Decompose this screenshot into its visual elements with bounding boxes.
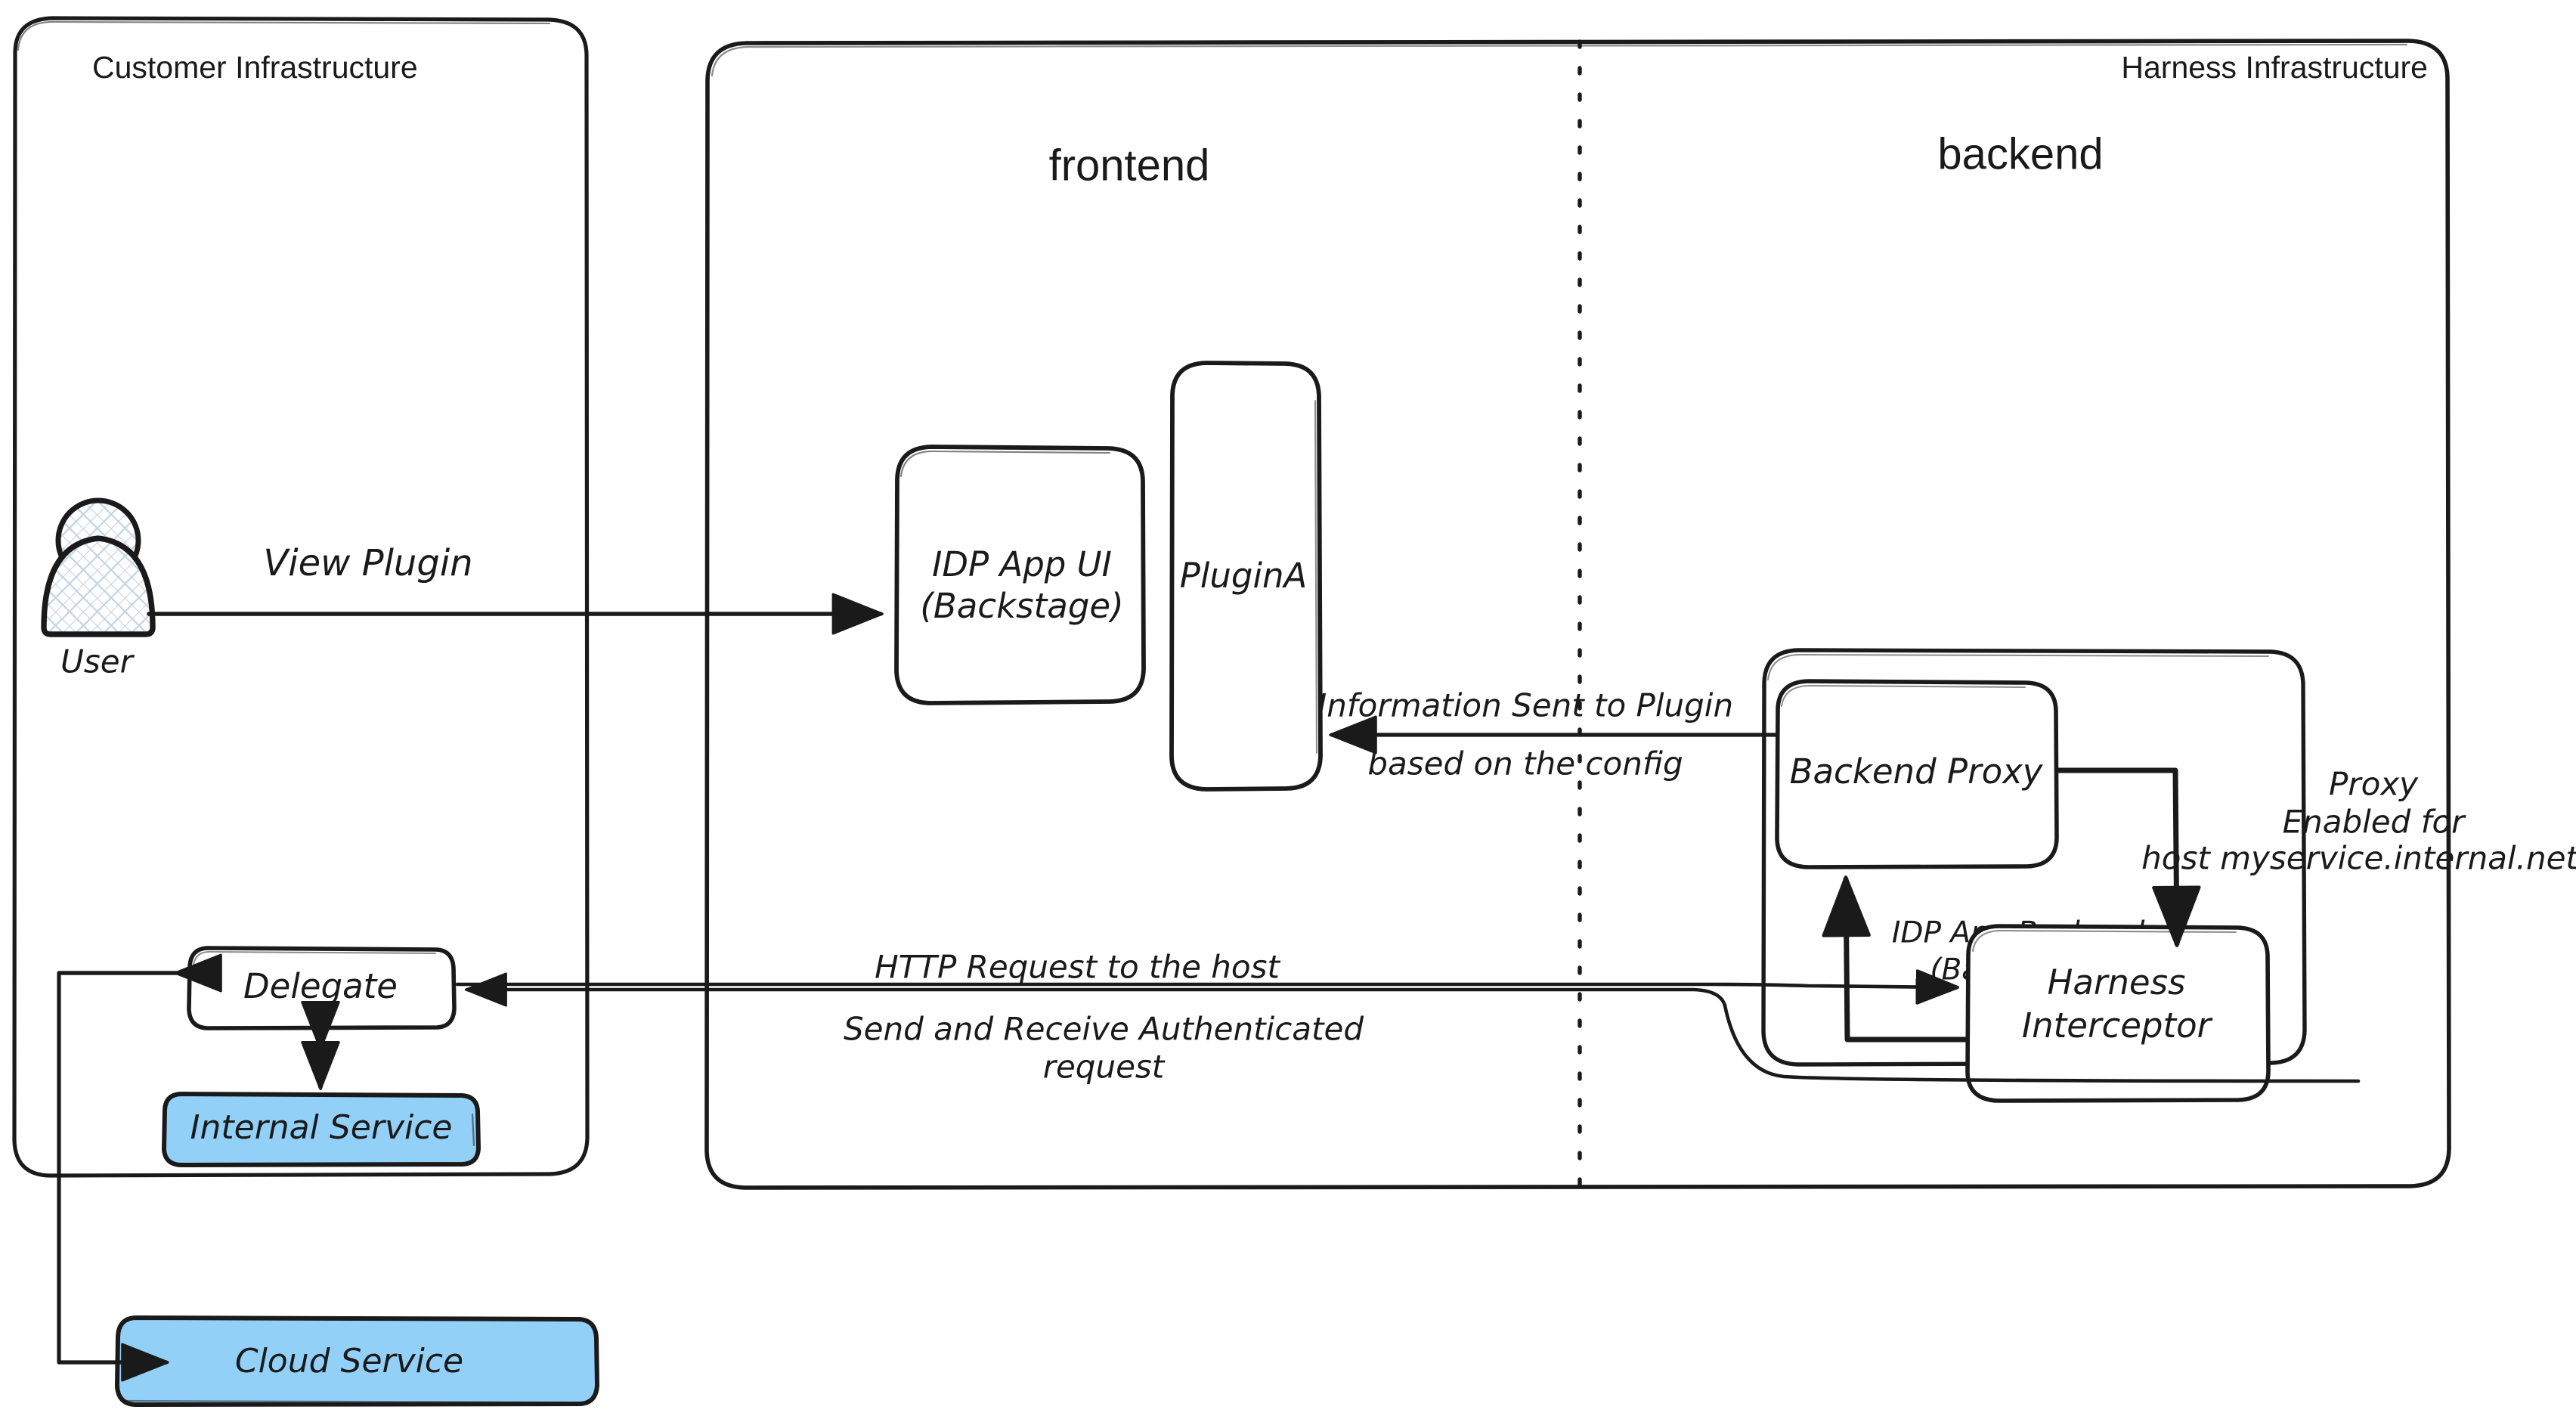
edge-http-request-to-host [455,984,2361,1083]
edge-delegate-cloud-service-rail [57,953,222,1382]
node-plugin-a[interactable] [1169,361,1323,792]
proxy-enabled-label-line3: host myservice.internal.net [2141,840,2576,877]
delegate-label: Delegate [243,966,398,1006]
node-backend-proxy[interactable] [1775,679,2059,869]
proxy-enabled-label-line2: Enabled for [2283,804,2467,841]
node-idp-app-ui[interactable] [894,445,1146,705]
send-receive-label-line1: Send and Receive Authenticated [844,1011,1364,1048]
backend-label: backend [1937,129,2103,178]
idp-app-ui-label-line2: (Backstage) [920,586,1123,626]
idp-app-ui-label-line1: IDP App UI [932,544,1112,584]
edge-interceptor-to-backend-proxy [1822,875,1969,1043]
harness-interceptor-label-line2: Interceptor [2022,1005,2213,1046]
internal-service-label: Internal Service [190,1108,453,1147]
send-receive-label-line2: request [1043,1049,1166,1086]
proxy-enabled-label-line1: Proxy [2329,766,2419,803]
harness-interceptor-label-line1: Harness [2047,962,2185,1002]
cloud-service-label: Cloud Service [235,1342,463,1380]
node-cloud-service[interactable] [115,1315,599,1407]
information-sent-label-line1: Information Sent to Plugin [1317,687,1733,724]
backend-proxy-label: Backend Proxy [1790,751,2044,792]
information-sent-label-line2: based on the config [1367,745,1683,782]
node-internal-service[interactable] [162,1092,481,1167]
harness-infrastructure-label: Harness Infrastructure [2121,50,2428,85]
user-actor-icon [41,497,156,637]
http-request-label: HTTP Request to the host [875,949,1280,986]
edge-backend-proxy-to-interceptor [2054,767,2201,947]
node-harness-interceptor[interactable] [1965,924,2271,1103]
customer-infrastructure-label: Customer Infrastructure [92,50,418,85]
user-label: User [60,643,135,680]
view-plugin-label: View Plugin [263,542,472,584]
plugin-a-label: PluginA [1180,556,1308,596]
frontend-label: frontend [1049,141,1210,190]
container-customer-infrastructure [12,16,590,1178]
